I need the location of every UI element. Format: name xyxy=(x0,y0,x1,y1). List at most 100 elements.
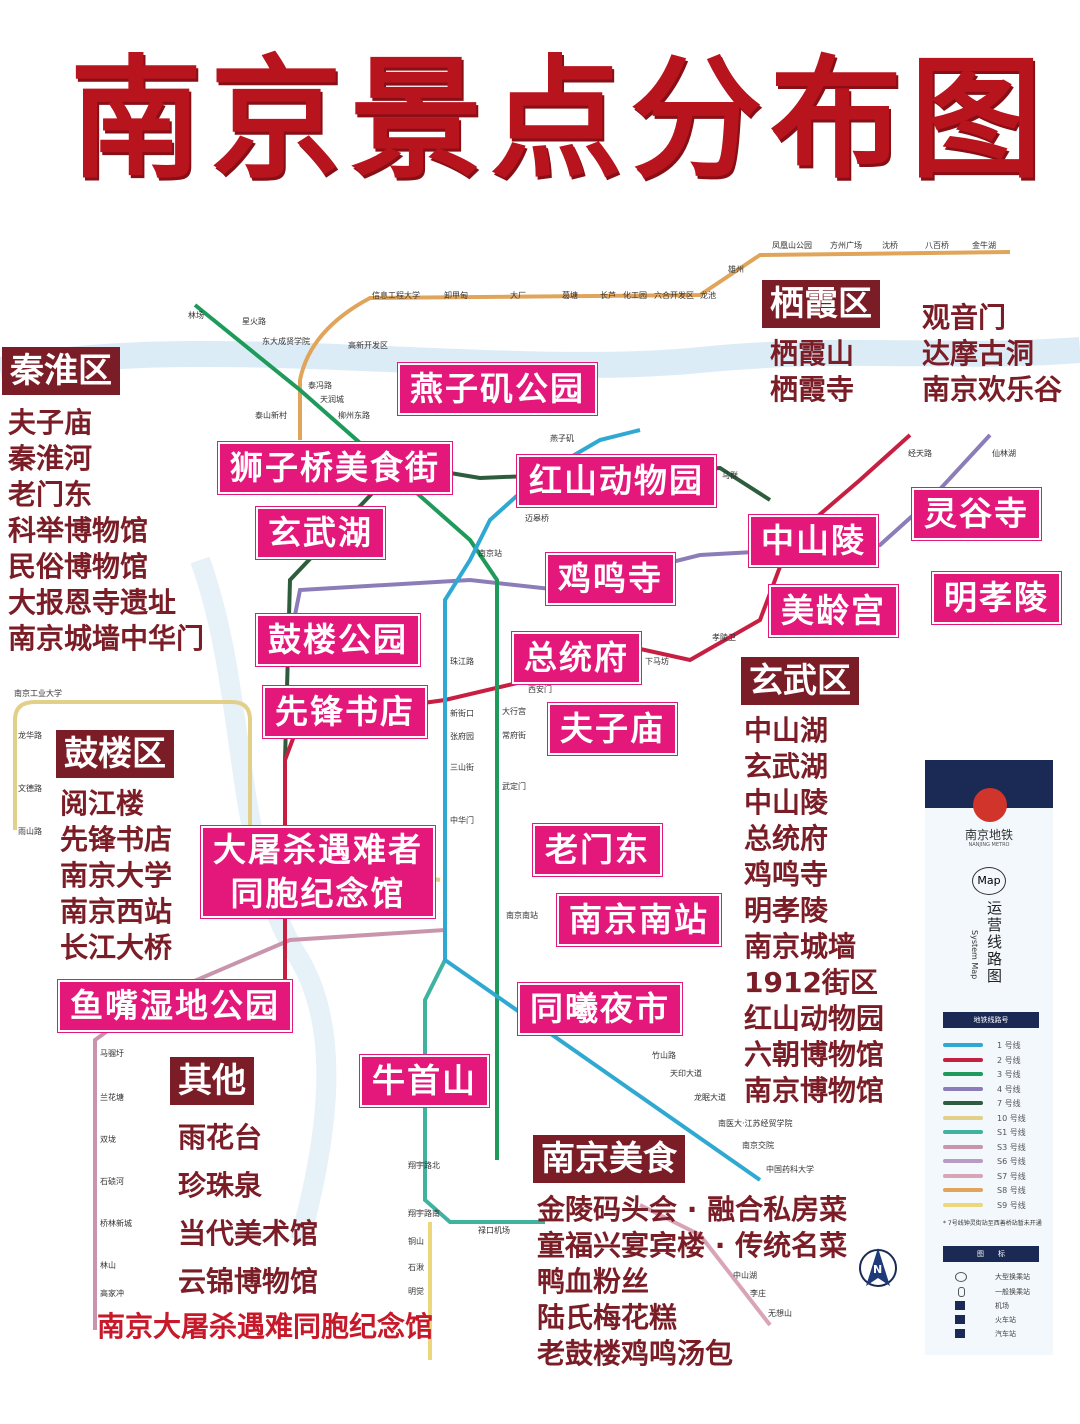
station-label: 中山湖 xyxy=(733,1271,757,1280)
legend-line-swatch xyxy=(943,1072,983,1076)
spot-tongxi-night-market[interactable]: 同曦夜市 xyxy=(518,983,682,1035)
list-item: 观音门 xyxy=(922,301,1007,334)
station-label: 武定门 xyxy=(502,782,526,791)
station-label: 南医大·江苏经贸学院 xyxy=(718,1119,793,1128)
spot-jiming-temple[interactable]: 鸡鸣寺 xyxy=(546,553,675,605)
list-item: 雨花台 xyxy=(178,1121,263,1154)
district-header-xuanwu: 玄武区 xyxy=(741,657,859,705)
station-label: 沈桥 xyxy=(882,241,898,250)
legend-icon-label: 大型换乘站 xyxy=(995,1273,1030,1281)
spot-gulou-park[interactable]: 鼓楼公园 xyxy=(256,614,420,666)
spot-librairie-avant-garde[interactable]: 先锋书店 xyxy=(263,686,427,738)
legend-line-label: 2 号线 xyxy=(997,1055,1021,1065)
station-label: 高家冲 xyxy=(100,1289,124,1298)
legend-icon-label: 汽车站 xyxy=(995,1330,1016,1338)
spot-massacre-memorial-line1: 大屠杀遇难者 xyxy=(213,830,423,869)
station-label: 南京交院 xyxy=(742,1141,774,1150)
legend-icon-label: 火车站 xyxy=(995,1316,1016,1324)
list-item: 总统府 xyxy=(744,822,829,855)
station-label: 卸甲甸 xyxy=(444,291,468,300)
district-header-qinhuai: 秦淮区 xyxy=(2,347,120,395)
legend-lines-header: 地铁线路号 xyxy=(943,1012,1039,1028)
legend-line-swatch xyxy=(943,1188,983,1192)
list-item: 中山湖 xyxy=(744,714,829,747)
list-item: 科举博物馆 xyxy=(8,514,149,547)
station-label: 高新开发区 xyxy=(348,341,388,350)
other-extra-item: 南京大屠杀遇难同胞纪念馆 xyxy=(97,1310,434,1343)
station-label: 南京站 xyxy=(478,549,502,558)
station-label: 葛塘 xyxy=(562,291,578,300)
legend-line-swatch xyxy=(943,1057,983,1062)
station-label: 南京工业大学 xyxy=(14,689,62,698)
legend-icon-label: 机场 xyxy=(995,1302,1009,1310)
list-item: 玄武湖 xyxy=(744,750,829,783)
list-item: 童福兴宴宾楼 · 传统名菜 xyxy=(537,1229,848,1262)
spot-linggu-temple[interactable]: 灵谷寺 xyxy=(912,488,1041,540)
metro-line-3 xyxy=(193,303,499,1160)
list-item: 南京城墙中华门 xyxy=(8,622,205,655)
list-item: 老门东 xyxy=(8,478,93,511)
nanjing-metro-logo-icon xyxy=(973,788,1007,822)
station-label: 铜山 xyxy=(408,1237,424,1246)
station-label: 三山街 xyxy=(450,763,474,772)
station-label: 迈皋桥 xyxy=(525,514,549,523)
station-label: 南京南站 xyxy=(506,911,538,920)
station-label: 林场 xyxy=(188,311,204,320)
spot-niushou-mountain[interactable]: 牛首山 xyxy=(360,1055,489,1107)
district-header-other: 其他 xyxy=(170,1057,254,1105)
major-interchange-icon xyxy=(955,1272,967,1282)
river-band xyxy=(190,556,337,1243)
list-item: 云锦博物馆 xyxy=(178,1265,319,1298)
station-label: 化工园 xyxy=(623,291,647,300)
list-item: 栖霞寺 xyxy=(770,373,855,406)
spot-yuzui-wetland-park[interactable]: 鱼嘴湿地公园 xyxy=(58,980,292,1032)
food-header: 南京美食 xyxy=(533,1135,685,1183)
station-label: 常府街 xyxy=(502,731,526,740)
district-header-gulou: 鼓楼区 xyxy=(56,730,174,778)
list-item: 当代美术馆 xyxy=(178,1217,319,1250)
station-label: 中华门 xyxy=(450,816,474,825)
spot-nanjing-south-station[interactable]: 南京南站 xyxy=(557,894,721,946)
station-label: 石碛河 xyxy=(100,1177,124,1186)
other-list: 雨花台 珍珠泉 当代美术馆 云锦博物馆 xyxy=(178,1114,318,1306)
legend-line-label: S8 号线 xyxy=(997,1186,1026,1195)
list-item: 金陵码头会 · 融合私房菜 xyxy=(537,1193,848,1226)
station-label: 经天路 xyxy=(908,449,932,458)
station-label: 孝陵卫 xyxy=(712,633,736,642)
metro-line-10 xyxy=(13,700,441,882)
legend-brand: 南京地铁 xyxy=(964,828,1013,842)
station-label: 林山 xyxy=(100,1261,116,1270)
legend-line-label: S1 号线 xyxy=(997,1128,1026,1137)
station-label: 燕子矶 xyxy=(550,434,574,443)
spot-yanziji-park[interactable]: 燕子矶公园 xyxy=(398,363,597,415)
bus-station-icon xyxy=(955,1329,965,1338)
list-item: 珍珠泉 xyxy=(178,1169,263,1202)
spot-sun-yatsen-mausoleum[interactable]: 中山陵 xyxy=(749,515,878,567)
metro-line-s8 xyxy=(298,250,1011,440)
spot-shizi-bridge-food-street[interactable]: 狮子桥美食街 xyxy=(218,442,452,494)
spot-fuzimiao[interactable]: 夫子庙 xyxy=(548,703,677,755)
legend-line-label: S9 号线 xyxy=(997,1200,1026,1210)
station-label: 珠江路 xyxy=(450,657,474,666)
list-item: 阅江楼 xyxy=(60,787,145,820)
spot-presidential-palace[interactable]: 总统府 xyxy=(512,632,641,684)
spot-massacre-memorial[interactable]: 大屠杀遇难者 同胞纪念馆 xyxy=(201,826,435,918)
list-item: 南京城墙 xyxy=(744,930,857,963)
station-label: 竹山路 xyxy=(652,1051,676,1060)
legend-icon-label: 一般换乘站 xyxy=(995,1288,1030,1296)
spot-meiling-palace[interactable]: 美龄宫 xyxy=(769,585,898,637)
station-label: 中国药科大学 xyxy=(766,1165,814,1174)
legend-map-badge: Map xyxy=(972,867,1006,895)
spot-xuanwu-lake[interactable]: 玄武湖 xyxy=(256,507,385,559)
spot-ming-xiaoling[interactable]: 明孝陵 xyxy=(932,572,1061,624)
spot-laomendong[interactable]: 老门东 xyxy=(533,824,662,876)
station-label: 东大成贤学院 xyxy=(262,337,310,346)
station-label: 龙眠大道 xyxy=(694,1093,726,1102)
metro-legend-panel: 南京地铁 NANJING METRO Map 运营线路图 System Map … xyxy=(925,760,1053,1355)
legend-line-swatch xyxy=(943,1101,983,1105)
spot-hongshan-zoo[interactable]: 红山动物园 xyxy=(517,455,716,507)
qinhuai-list: 夫子庙 秦淮河 老门东 科举博物馆 民俗博物馆 大报恩寺遗址 南京城墙中华门 xyxy=(8,405,204,657)
list-item: 老鼓楼鸡鸣汤包 xyxy=(537,1337,734,1370)
station-label: 大厂 xyxy=(510,291,526,300)
train-station-icon xyxy=(955,1315,965,1324)
